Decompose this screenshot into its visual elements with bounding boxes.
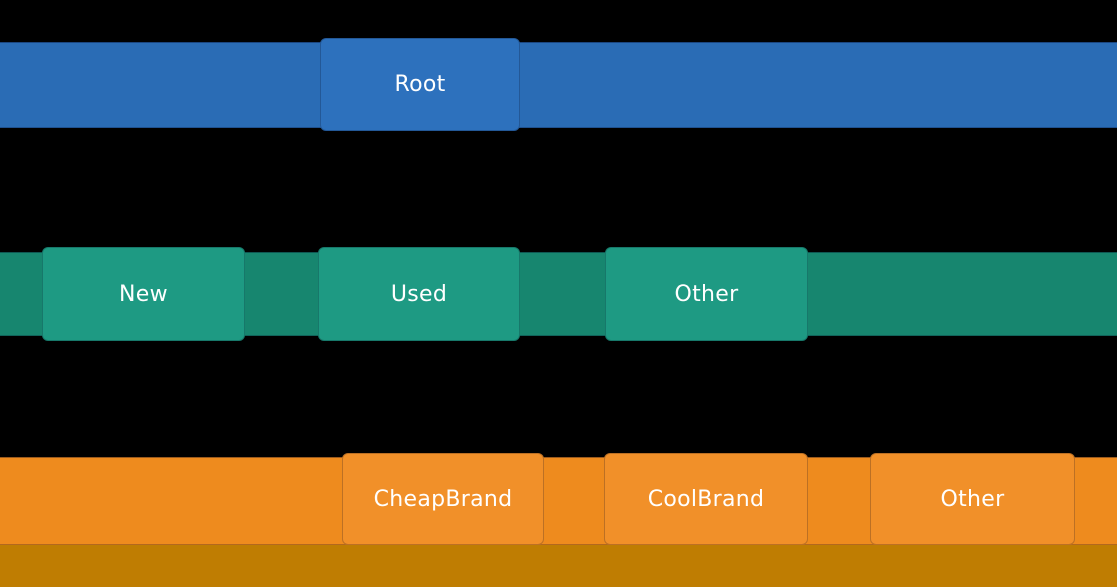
node-used[interactable]: Used <box>318 247 520 341</box>
node-used-label: Used <box>390 281 448 307</box>
node-other-condition-label: Other <box>674 281 739 307</box>
level1-bar <box>0 42 1117 128</box>
node-cheapbrand-label: CheapBrand <box>373 486 513 512</box>
node-root-label: Root <box>394 72 446 97</box>
node-other-condition[interactable]: Other <box>605 247 808 341</box>
node-other-brand[interactable]: Other <box>870 453 1075 545</box>
level4-leaf-band <box>0 545 1117 587</box>
node-new-label: New <box>119 281 168 307</box>
node-coolbrand[interactable]: CoolBrand <box>604 453 808 545</box>
node-new[interactable]: New <box>42 247 245 341</box>
node-cheapbrand[interactable]: CheapBrand <box>342 453 544 545</box>
node-root[interactable]: Root <box>320 38 520 131</box>
node-other-brand-label: Other <box>940 486 1005 512</box>
node-coolbrand-label: CoolBrand <box>647 486 765 512</box>
